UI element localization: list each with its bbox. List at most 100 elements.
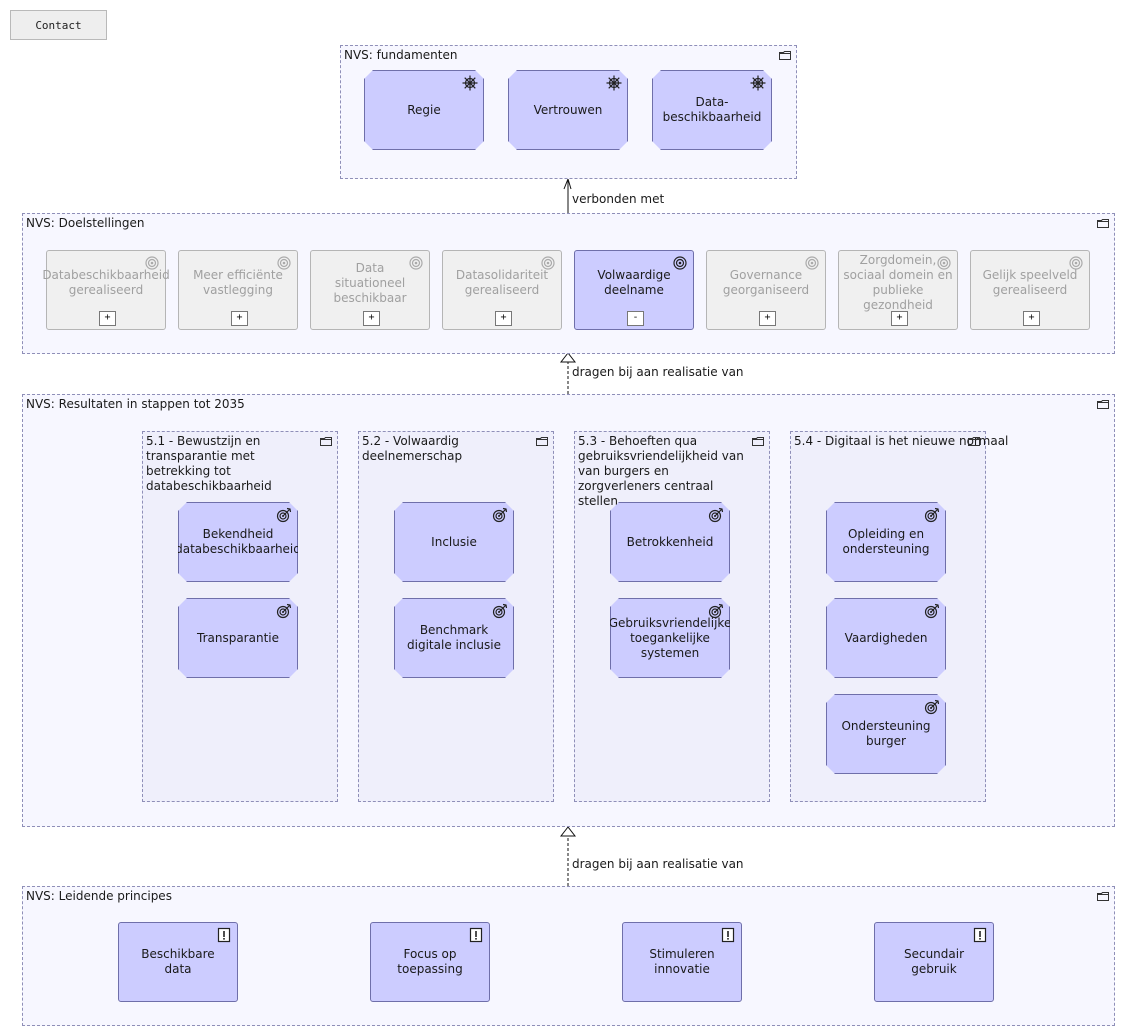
- element-label: Inclusie: [431, 534, 477, 549]
- subgroup-title: 5.1 - Bewustzijn en transparantie met be…: [146, 434, 272, 493]
- element-label: Data-beschikbaarheid: [662, 95, 762, 124]
- contact-button[interactable]: Contact: [10, 10, 107, 40]
- driver-vertrouwen[interactable]: Vertrouwen: [508, 70, 628, 150]
- goal-databeschikbaarheid-gerealiseerd[interactable]: Databeschikbaarheid gerealiseerd +: [42, 250, 170, 330]
- outcome-icon: [276, 603, 292, 619]
- association-arrowhead: [563, 177, 572, 190]
- element-label: Opleiding en ondersteuning: [842, 527, 930, 556]
- principle-focus-op-toepassing[interactable]: Focus op toepassing: [370, 922, 490, 1002]
- driver-databeschikbaarheid[interactable]: Data-beschikbaarheid: [652, 70, 772, 150]
- outcome-betrokkenheid[interactable]: Betrokkenheid: [610, 502, 730, 582]
- driver-icon: [462, 75, 478, 91]
- outcome-gebruiksvriendelijke-systemen[interactable]: Gebruiksvriendelijke toegankelijke syste…: [610, 598, 730, 678]
- goal-icon: [1069, 256, 1083, 270]
- element-label: Vaardigheden: [844, 630, 928, 645]
- element-label: Zorgdomein, sociaal domein en publieke g…: [843, 253, 953, 312]
- realization-arrowhead-1: [559, 352, 577, 363]
- outcome-opleiding-en-ondersteuning[interactable]: Opleiding en ondersteuning: [826, 502, 946, 582]
- folder-icon: [1097, 400, 1109, 409]
- expand-toggle[interactable]: +: [891, 311, 908, 326]
- element-label: Regie: [407, 102, 441, 117]
- element-label: Transparantie: [197, 630, 279, 645]
- outcome-icon: [708, 507, 724, 523]
- element-label: Databeschikbaarheid gerealiseerd: [42, 268, 170, 297]
- driver-regie[interactable]: Regie: [364, 70, 484, 150]
- goal-icon: [541, 256, 555, 270]
- principle-icon: [973, 927, 987, 943]
- outcome-icon: [276, 507, 292, 523]
- outcome-icon: [492, 507, 508, 523]
- subgroup-title: 5.2 - Volwaardig deelnemerschap: [362, 434, 463, 463]
- goal-icon: [673, 256, 687, 270]
- goal-datasolidariteit-gerealiseerd[interactable]: Datasolidariteit gerealiseerd +: [442, 250, 562, 330]
- expand-toggle[interactable]: +: [99, 311, 116, 326]
- outcome-ondersteuning-burger[interactable]: Ondersteuning burger: [826, 694, 946, 774]
- collapse-toggle[interactable]: -: [627, 311, 644, 326]
- folder-icon: [779, 51, 791, 60]
- principle-icon: [721, 927, 735, 943]
- outcome-icon: [708, 603, 724, 619]
- element-label: Beschikbare data: [141, 947, 215, 976]
- subgroup-title: 5.4 - Digitaal is het nieuwe normaal: [794, 434, 1009, 448]
- element-label: Betrokkenheid: [626, 534, 714, 549]
- outcome-vaardigheden[interactable]: Vaardigheden: [826, 598, 946, 678]
- expand-toggle[interactable]: +: [1023, 311, 1040, 326]
- driver-icon: [750, 75, 766, 91]
- expand-toggle[interactable]: +: [363, 311, 380, 326]
- goal-icon: [937, 256, 951, 270]
- goal-icon: [145, 256, 159, 270]
- expand-toggle[interactable]: +: [231, 311, 248, 326]
- element-label: Vertrouwen: [533, 102, 603, 117]
- element-label: Data situationeel beschikbaar: [333, 260, 407, 305]
- folder-icon: [968, 437, 980, 446]
- element-label: Focus op toepassing: [397, 947, 463, 976]
- goal-icon: [277, 256, 291, 270]
- expand-toggle[interactable]: +: [495, 311, 512, 326]
- relation-label-dragen-2: dragen bij aan realisatie van: [572, 857, 744, 871]
- folder-icon: [1097, 892, 1109, 901]
- element-label: Ondersteuning burger: [841, 719, 931, 748]
- outcome-inclusie[interactable]: Inclusie: [394, 502, 514, 582]
- goal-data-situationeel-beschikbaar[interactable]: Data situationeel beschikbaar +: [310, 250, 430, 330]
- element-label: Stimuleren innovatie: [649, 947, 715, 976]
- element-label: Secundair gebruik: [903, 947, 965, 976]
- group-title: NVS: Doelstellingen: [26, 216, 145, 230]
- principle-stimuleren-innovatie[interactable]: Stimuleren innovatie: [622, 922, 742, 1002]
- goal-gelijk-speelveld[interactable]: Gelijk speelveld gerealiseerd +: [970, 250, 1090, 330]
- relation-label-dragen-1: dragen bij aan realisatie van: [572, 365, 744, 379]
- outcome-transparantie[interactable]: Transparantie: [178, 598, 298, 678]
- principle-icon: [217, 927, 231, 943]
- expand-toggle[interactable]: +: [759, 311, 776, 326]
- group-title: NVS: Resultaten in stappen tot 2035: [26, 397, 245, 411]
- goal-volwaardige-deelname[interactable]: Volwaardige deelname -: [574, 250, 694, 330]
- outcome-icon: [924, 507, 940, 523]
- element-label: Bekendheid databeschikbaarheid: [175, 527, 301, 556]
- goal-meer-efficiente-vastlegging[interactable]: Meer efficiënte vastlegging +: [178, 250, 298, 330]
- goal-governance-georganiseerd[interactable]: Governance georganiseerd +: [706, 250, 826, 330]
- goal-zorgdomein[interactable]: Zorgdomein, sociaal domein en publieke g…: [838, 250, 958, 330]
- principle-beschikbare-data[interactable]: Beschikbare data: [118, 922, 238, 1002]
- realization-arrowhead-2: [559, 826, 577, 837]
- element-label: Benchmark digitale inclusie: [407, 623, 501, 652]
- outcome-bekendheid[interactable]: Bekendheid databeschikbaarheid: [178, 502, 298, 582]
- element-label: Gebruiksvriendelijke toegankelijke syste…: [608, 615, 732, 660]
- relation-label-verbonden: verbonden met: [572, 192, 665, 206]
- outcome-icon: [924, 699, 940, 715]
- element-label: Volwaardige deelname: [597, 268, 671, 297]
- element-label: Governance georganiseerd: [722, 268, 810, 297]
- group-title: NVS: fundamenten: [344, 48, 458, 62]
- goal-icon: [409, 256, 423, 270]
- outcome-icon: [924, 603, 940, 619]
- folder-icon: [752, 437, 764, 446]
- goal-icon: [805, 256, 819, 270]
- element-label: Gelijk speelveld gerealiseerd: [982, 268, 1078, 297]
- outcome-icon: [492, 603, 508, 619]
- driver-icon: [606, 75, 622, 91]
- element-label: Datasolidariteit gerealiseerd: [455, 268, 549, 297]
- folder-icon: [1097, 219, 1109, 228]
- outcome-benchmark-digitale-inclusie[interactable]: Benchmark digitale inclusie: [394, 598, 514, 678]
- folder-icon: [320, 437, 332, 446]
- principle-secundair-gebruik[interactable]: Secundair gebruik: [874, 922, 994, 1002]
- subgroup-title: 5.3 - Behoeften qua gebruiksvriendelijkh…: [578, 434, 744, 508]
